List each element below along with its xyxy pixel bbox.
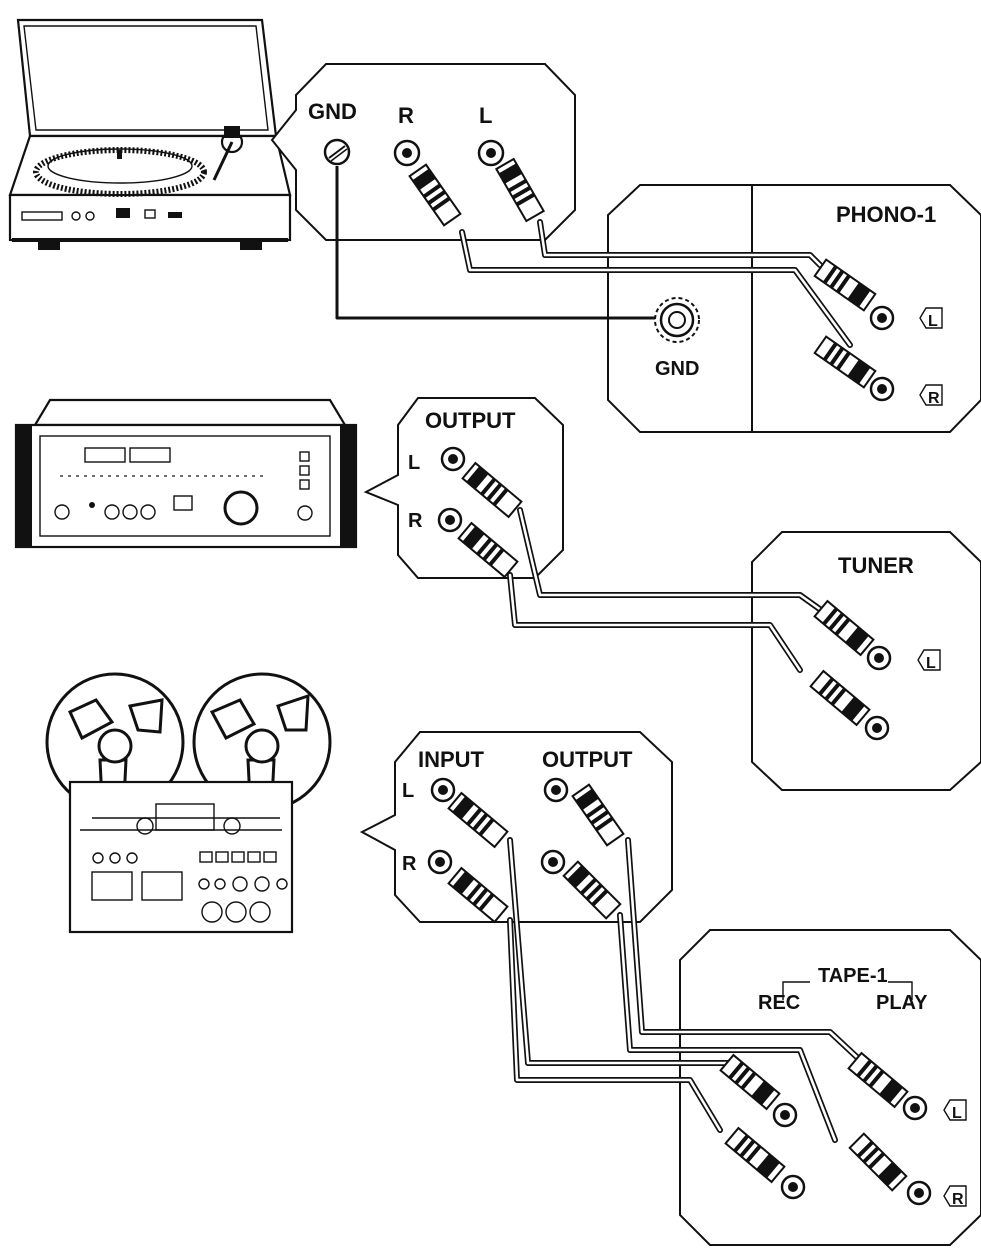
tape-l-tag: L (952, 1105, 962, 1122)
turntable-illustration (8, 18, 292, 250)
phono-r-tag: R (928, 390, 940, 407)
amp-phono-panel: PHONO-1 GND L R (607, 184, 981, 433)
tuner-output-l-label: L (408, 452, 420, 474)
tape-output-title: OUTPUT (542, 747, 633, 772)
amp-tuner-panel: TUNER L (751, 531, 981, 791)
tuner-output-panel: OUTPUT L R (363, 397, 564, 579)
tape-l-label: L (402, 780, 414, 802)
tape-title: TAPE-1 (818, 965, 888, 987)
tuner-r-jack-icon (864, 715, 890, 741)
tuner-l-tag-icon (917, 649, 941, 671)
phono-r-jack-icon (869, 376, 895, 402)
tape-bracket-left (782, 981, 810, 1000)
tape-input-title: INPUT (418, 747, 485, 772)
tape-deck-jack-panel: INPUT OUTPUT L R (359, 731, 673, 923)
gnd-terminal-icon (654, 297, 700, 343)
tuner-cables (457, 461, 875, 727)
amp-tape-panel: TAPE-1 REC PLAY L R (679, 929, 981, 1246)
tuner-output-r-jack-icon (437, 507, 463, 533)
turntable-gnd-label: GND (308, 99, 357, 124)
turntable-l-label: L (479, 103, 492, 128)
tape-output-r-jack-icon (540, 849, 566, 875)
tuner-illustration (14, 398, 358, 549)
tuner-output-title: OUTPUT (425, 408, 516, 433)
tuner-l-jack-icon (866, 645, 892, 671)
tape-r-tag-icon (943, 1185, 967, 1207)
tape-r-tag: R (952, 1191, 964, 1208)
turntable-r-jack-icon (393, 139, 421, 167)
tape-input-r-jack-icon (427, 849, 453, 875)
phono-l-jack-icon (869, 305, 895, 331)
phono-title: PHONO-1 (836, 202, 936, 227)
tape-cables (447, 783, 909, 1192)
tape-input-l-jack-icon (430, 777, 456, 803)
tape-l-tag-icon (943, 1099, 967, 1121)
phono-r-tag-icon (919, 384, 943, 406)
tuner-title: TUNER (838, 553, 914, 578)
turntable-jack-panel: GND R L (270, 63, 576, 241)
tuner-l-tag: L (926, 655, 936, 672)
tape-play-label: PLAY (876, 992, 928, 1014)
turntable-r-label: R (398, 103, 414, 128)
tuner-output-l-jack-icon (440, 446, 466, 472)
phono-gnd-label: GND (655, 358, 699, 380)
tape-output-l-jack-icon (543, 777, 569, 803)
ground-wire (335, 166, 655, 320)
tape-deck-illustration (45, 672, 332, 934)
phono-l-tag-icon (919, 307, 943, 329)
tape-rec-label: REC (758, 992, 800, 1014)
tape-play-r-jack-icon (906, 1180, 932, 1206)
tape-r-label: R (402, 853, 417, 875)
tuner-output-r-label: R (408, 510, 423, 532)
tape-rec-r-jack-icon (780, 1174, 806, 1200)
turntable-l-jack-icon (477, 139, 505, 167)
tape-play-l-jack-icon (902, 1095, 928, 1121)
phono-cables (408, 157, 877, 389)
phono-l-tag: L (928, 313, 938, 330)
tape-bracket-right (888, 981, 913, 1000)
tape-rec-l-jack-icon (772, 1102, 798, 1128)
